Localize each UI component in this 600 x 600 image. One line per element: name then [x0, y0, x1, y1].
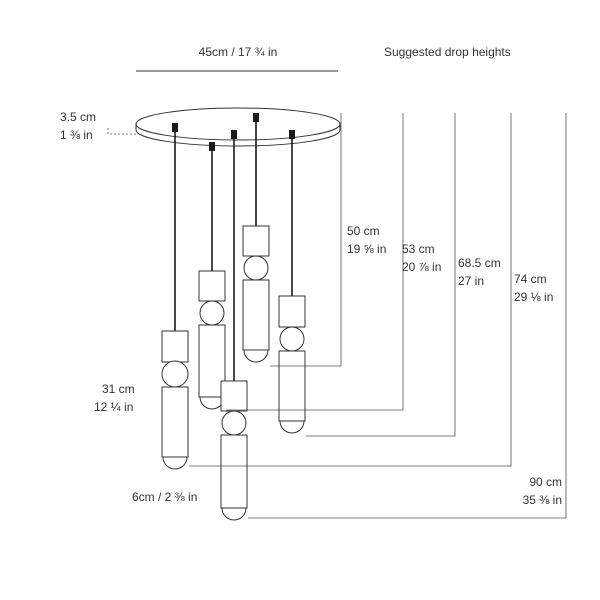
pendant-sphere: [199, 300, 225, 326]
pendant-cube: [278, 295, 306, 328]
pendant-bulb: [279, 420, 305, 434]
pendant-cube: [220, 380, 248, 412]
pendant-length-in-label: 12 ¼ in: [94, 400, 133, 414]
cord-grip: [289, 130, 295, 139]
cord-grip: [253, 113, 259, 122]
pendant-cylinder: [161, 386, 189, 458]
drop-guide-53: [226, 113, 404, 411]
pendant-bulb: [243, 349, 269, 363]
drop-90-cm-label: 90 cm: [529, 475, 562, 489]
pendant-sphere: [243, 255, 269, 281]
pendant-cube: [198, 270, 226, 302]
drop-guide-74: [189, 113, 512, 467]
drop-90-in-label: 35 ⅜ in: [523, 493, 562, 507]
pendant-sphere: [161, 360, 189, 388]
canopy-depth-in-label: 1 ⅜ in: [60, 128, 93, 142]
drop-guide-50: [270, 113, 342, 367]
pendant-3: [220, 139, 248, 521]
canopy-front-edge: [135, 123, 341, 141]
pendant-bulb: [162, 456, 188, 470]
pendant-sphere: [221, 410, 247, 436]
pendant-cylinder: [278, 350, 306, 422]
pendant-cylinder: [220, 434, 248, 509]
drop-50-in-label: 19 ⅝ in: [347, 242, 386, 256]
cord-grip: [209, 142, 215, 151]
pendant-sphere: [279, 326, 305, 352]
drop-53-in-label: 20 ⅞ in: [402, 260, 441, 274]
canopy-depth-cm-label: 3.5 cm: [60, 110, 96, 124]
suggested-drop-heights-title: Suggested drop heights: [384, 45, 511, 59]
pendant-4: [242, 122, 270, 363]
drop-guide-90: [248, 113, 567, 519]
pendant-cube: [242, 225, 270, 257]
pendant-cube: [161, 330, 189, 363]
drop-74-in-label: 29 ⅛ in: [514, 290, 553, 304]
pendant-length-cm-label: 31 cm: [102, 382, 135, 396]
pendant-5: [278, 139, 306, 434]
pendant-bulb: [199, 396, 225, 410]
pendant-cylinder: [242, 279, 270, 351]
drop-53-cm-label: 53 cm: [402, 242, 435, 256]
drop-74-cm-label: 74 cm: [514, 272, 547, 286]
cord-grip: [172, 123, 178, 132]
pendant-1: [161, 132, 189, 470]
canopy-depth-leader: [107, 128, 136, 135]
cord-grip: [231, 130, 237, 139]
drop-50-cm-label: 50 cm: [347, 224, 380, 238]
width-dimension-label: 45cm / 17 ¾ in: [199, 45, 278, 59]
drop-68-5-cm-label: 68.5 cm: [458, 256, 501, 270]
drop-guide-68-5: [306, 113, 456, 437]
drop-68-5-in-label: 27 in: [458, 274, 484, 288]
pendant-2: [198, 151, 226, 410]
pendant-bulb: [221, 507, 247, 521]
pendant-diameter-label: 6cm / 2 ⅜ in: [132, 490, 197, 504]
